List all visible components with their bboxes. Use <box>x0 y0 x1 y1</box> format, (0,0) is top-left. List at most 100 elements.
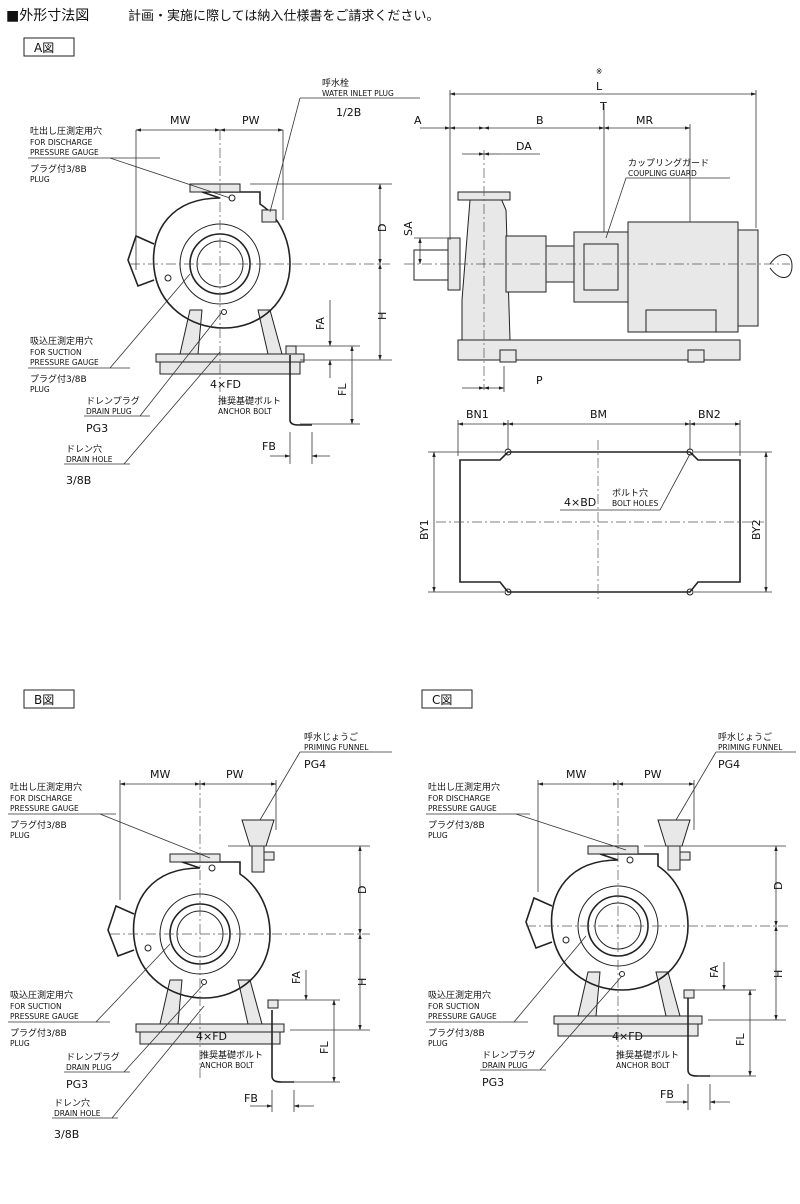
c-discharge-en2: PRESSURE GAUGE <box>428 804 497 813</box>
b-suction-plug-en: PLUG <box>10 1039 30 1048</box>
dim-c-d: D <box>772 882 785 890</box>
dim-a-fl: FL <box>336 383 349 396</box>
b-discharge-en2: PRESSURE GAUGE <box>10 804 79 813</box>
header-title: ■外形寸法図 <box>6 8 89 24</box>
fig-a-side-view <box>404 150 793 390</box>
dim-by1: BY1 <box>418 519 431 540</box>
dim-a: A <box>414 114 422 127</box>
fig-c-front-view <box>525 780 790 1077</box>
b-suction-en1: FOR SUCTION <box>10 1002 62 1011</box>
fig-a-callouts: 呼水栓 WATER INLET PLUG 1/2B 吐出し圧測定用穴 FOR D… <box>28 77 420 487</box>
b-funnel-size: PG4 <box>304 758 326 771</box>
a-discharge-plug-en: PLUG <box>30 175 50 184</box>
dim-a-fd: 4×FD <box>210 378 241 391</box>
a-drain-plug-en: DRAIN PLUG <box>86 407 132 416</box>
b-drain-plug-en: DRAIN PLUG <box>66 1063 112 1072</box>
dim-c-fb: FB <box>660 1088 674 1101</box>
dim-t: T <box>599 100 607 113</box>
c-discharge-plug-jp: プラグ付3/8B <box>428 819 485 831</box>
b-suction-en2: PRESSURE GAUGE <box>10 1012 79 1021</box>
dim-b-fl: FL <box>318 1041 331 1054</box>
b-discharge-jp: 吐出し圧測定用穴 <box>10 781 82 793</box>
bolt-holes-en: BOLT HOLES <box>612 499 658 508</box>
dim-b-mw: MW <box>150 768 170 781</box>
a-drain-hole-en: DRAIN HOLE <box>66 455 113 464</box>
c-suction-en2: PRESSURE GAUGE <box>428 1012 497 1021</box>
fig-c-dims: MW PW D H FA FL FB 4×FD <box>537 768 786 1110</box>
b-discharge-plug-en: PLUG <box>10 831 30 840</box>
dim-by2: BY2 <box>750 519 763 540</box>
dim-bd: 4×BD <box>564 496 596 509</box>
c-suction-en1: FOR SUCTION <box>428 1002 480 1011</box>
a-suction-jp: 吸込圧測定用穴 <box>30 335 93 347</box>
fig-c-label-box <box>421 689 473 709</box>
c-discharge-plug-en: PLUG <box>428 831 448 840</box>
dim-b-pw: PW <box>226 768 244 781</box>
water-inlet-size: 1/2B <box>336 106 361 119</box>
dim-c-h: H <box>772 970 785 978</box>
a-discharge-plug-jp: プラグ付3/8B <box>30 163 87 175</box>
c-drain-plug-en: DRAIN PLUG <box>482 1061 528 1070</box>
fig-a-plan-view: BN1 BM BN2 BY1 BY2 4×BD ボルト穴 BOLT HOLES <box>418 408 772 600</box>
c-suction-jp: 吸込圧測定用穴 <box>428 989 491 1001</box>
b-funnel-en: PRIMING FUNNEL <box>304 743 369 752</box>
a-drain-plug-size: PG3 <box>86 422 108 435</box>
dim-da: DA <box>516 140 532 153</box>
dim-p: P <box>536 374 543 387</box>
coupling-en: COUPLING GUARD <box>628 169 697 178</box>
a-drain-hole-size: 3/8B <box>66 474 91 487</box>
bolt-holes-jp: ボルト穴 <box>612 487 648 499</box>
dim-c-fd: 4×FD <box>612 1030 643 1043</box>
fig-b-label-box <box>23 689 75 709</box>
dim-b-d: D <box>356 886 369 894</box>
a-suction-en2: PRESSURE GAUGE <box>30 358 99 367</box>
dim-bm: BM <box>590 408 607 421</box>
c-suction-plug-jp: プラグ付3/8B <box>428 1027 485 1039</box>
dim-b-fb: FB <box>244 1092 258 1105</box>
a-anchor-jp: 推奨基礎ボルト <box>218 395 281 407</box>
c-discharge-jp: 吐出し圧測定用穴 <box>428 781 500 793</box>
b-drain-hole-jp: ドレン穴 <box>54 1097 90 1109</box>
fig-b-callouts: 呼水じょうご PRIMING FUNNEL PG4 吐出し圧測定用穴 FOR D… <box>8 731 392 1141</box>
dim-bn2: BN2 <box>698 408 721 421</box>
c-funnel-size: PG4 <box>718 758 740 771</box>
dim-c-pw: PW <box>644 768 662 781</box>
fig-b-front-view <box>107 780 370 1083</box>
b-discharge-en1: FOR DISCHARGE <box>10 794 73 803</box>
dim-b: B <box>536 114 544 127</box>
b-funnel-jp: 呼水じょうご <box>304 731 358 743</box>
a-drain-plug-jp: ドレンプラグ <box>86 395 140 407</box>
c-funnel-jp: 呼水じょうご <box>718 731 772 743</box>
dim-a-fa: FA <box>314 317 327 330</box>
a-discharge-en1: FOR DISCHARGE <box>30 138 93 147</box>
fig-c-callouts: 呼水じょうご PRIMING FUNNEL PG4 吐出し圧測定用穴 FOR D… <box>426 731 796 1089</box>
dim-c-mw: MW <box>566 768 586 781</box>
dim-b-fd: 4×FD <box>196 1030 227 1043</box>
c-anchor-en: ANCHOR BOLT <box>616 1061 670 1070</box>
a-anchor-en: ANCHOR BOLT <box>218 407 272 416</box>
dim-a-d: D <box>376 224 389 232</box>
b-drain-plug-size: PG3 <box>66 1078 88 1091</box>
fig-b-label: B図 <box>34 693 54 707</box>
c-anchor-jp: 推奨基礎ボルト <box>616 1049 679 1061</box>
water-inlet-jp: 呼水栓 <box>322 77 349 89</box>
fig-b-dims: MW PW D H FA FL FB 4×FD <box>119 768 370 1112</box>
coupling-jp: カップリングガード <box>628 157 709 169</box>
fig-a-label: A図 <box>34 41 54 55</box>
dim-b-fa: FA <box>290 971 303 984</box>
dim-sa: SA <box>402 221 415 236</box>
dim-c-fa: FA <box>708 965 721 978</box>
dim-l-mark: ※ <box>596 67 602 76</box>
dim-a-pw: PW <box>242 114 260 127</box>
b-suction-plug-jp: プラグ付3/8B <box>10 1027 67 1039</box>
a-drain-hole-jp: ドレン穴 <box>66 443 102 455</box>
dim-l: L <box>596 80 603 93</box>
fig-a-label-box <box>23 37 75 57</box>
dim-a-mw: MW <box>170 114 190 127</box>
a-discharge-en2: PRESSURE GAUGE <box>30 148 99 157</box>
b-discharge-plug-jp: プラグ付3/8B <box>10 819 67 831</box>
b-drain-plug-jp: ドレンプラグ <box>66 1051 120 1063</box>
b-anchor-en: ANCHOR BOLT <box>200 1061 254 1070</box>
dim-bn1: BN1 <box>466 408 489 421</box>
